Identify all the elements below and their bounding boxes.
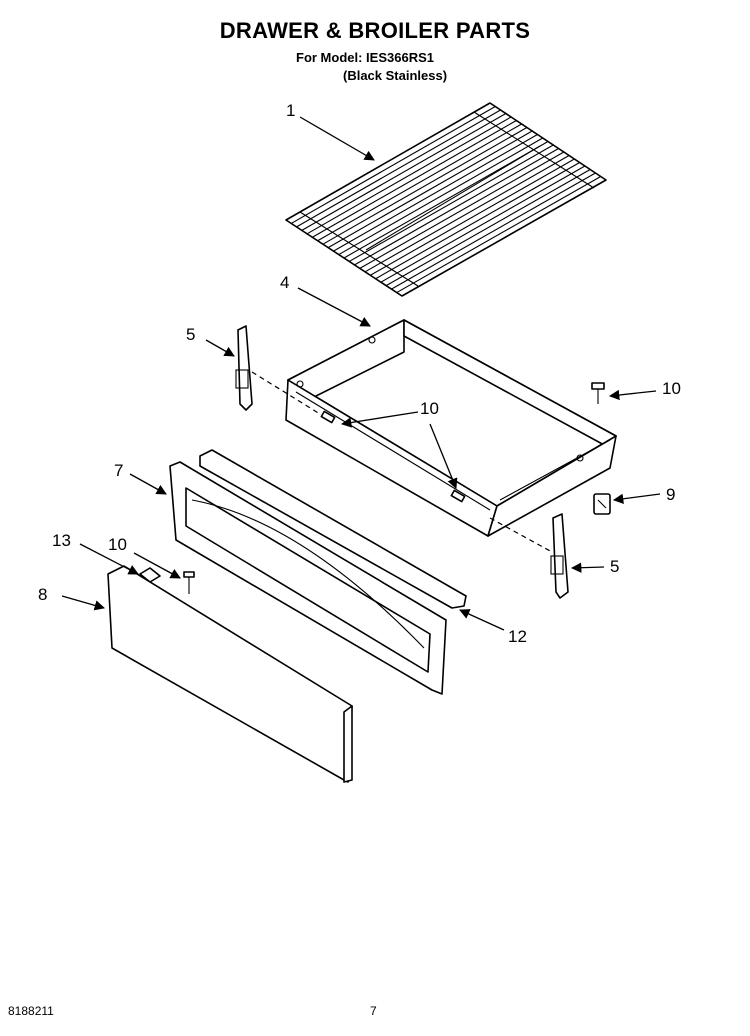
screw-center — [320, 410, 336, 424]
rack-wire — [306, 116, 512, 235]
rack-wire — [327, 130, 533, 249]
rack-wire — [296, 109, 501, 228]
rack-wire — [380, 165, 586, 283]
rack-wire — [385, 169, 591, 287]
page-title: DRAWER & BROILER PARTS — [219, 18, 531, 43]
callout-10-center: 10 — [420, 399, 439, 418]
callout-13: 13 — [52, 531, 71, 550]
drawer-clip — [593, 493, 611, 515]
callout-10-right: 10 — [662, 379, 681, 398]
screw-front — [183, 571, 195, 594]
rack-wire — [301, 113, 507, 231]
rack-wire — [333, 134, 538, 252]
rack-wire — [396, 176, 601, 294]
rack-wire — [391, 172, 596, 290]
rack-wire — [322, 127, 528, 245]
callout-8: 8 — [38, 585, 47, 604]
rack-wire — [370, 158, 575, 276]
rack-wire — [312, 120, 517, 238]
page-number: 7 — [370, 1004, 377, 1018]
callout-4: 4 — [280, 273, 289, 292]
rack-wire — [354, 148, 559, 266]
screw-lower — [450, 489, 466, 503]
callout-12: 12 — [508, 627, 527, 646]
rack-wire — [290, 106, 496, 224]
callout-5-left: 5 — [186, 325, 195, 344]
trim-strip — [199, 449, 467, 609]
callout-7: 7 — [114, 461, 123, 480]
screw-right — [591, 382, 605, 404]
slide-guide-line-right — [489, 517, 553, 553]
rack-wire — [359, 151, 565, 269]
rack-wire — [317, 123, 522, 242]
callout-10-front: 10 — [108, 535, 127, 554]
broiler-rack — [285, 102, 607, 297]
drawer-body — [285, 319, 617, 537]
variant-label: (Black Stainless) — [343, 68, 448, 83]
rack-wire — [375, 162, 580, 280]
model-label: For Model: IES366RS1 — [296, 50, 434, 65]
rack-wire — [364, 155, 570, 273]
callout-5-right: 5 — [610, 557, 619, 576]
drawer-panel — [107, 565, 353, 783]
drawer-front-panel — [169, 461, 447, 695]
slide-guide-line-left — [251, 371, 321, 415]
document-number: 8188211 — [8, 1004, 54, 1018]
callout-1: 1 — [286, 101, 295, 120]
rack-wire — [338, 137, 544, 256]
drawer-slide-right — [550, 513, 569, 599]
rack-wire — [349, 144, 554, 262]
drawer-slide-left — [235, 325, 253, 411]
callout-9: 9 — [666, 485, 675, 504]
